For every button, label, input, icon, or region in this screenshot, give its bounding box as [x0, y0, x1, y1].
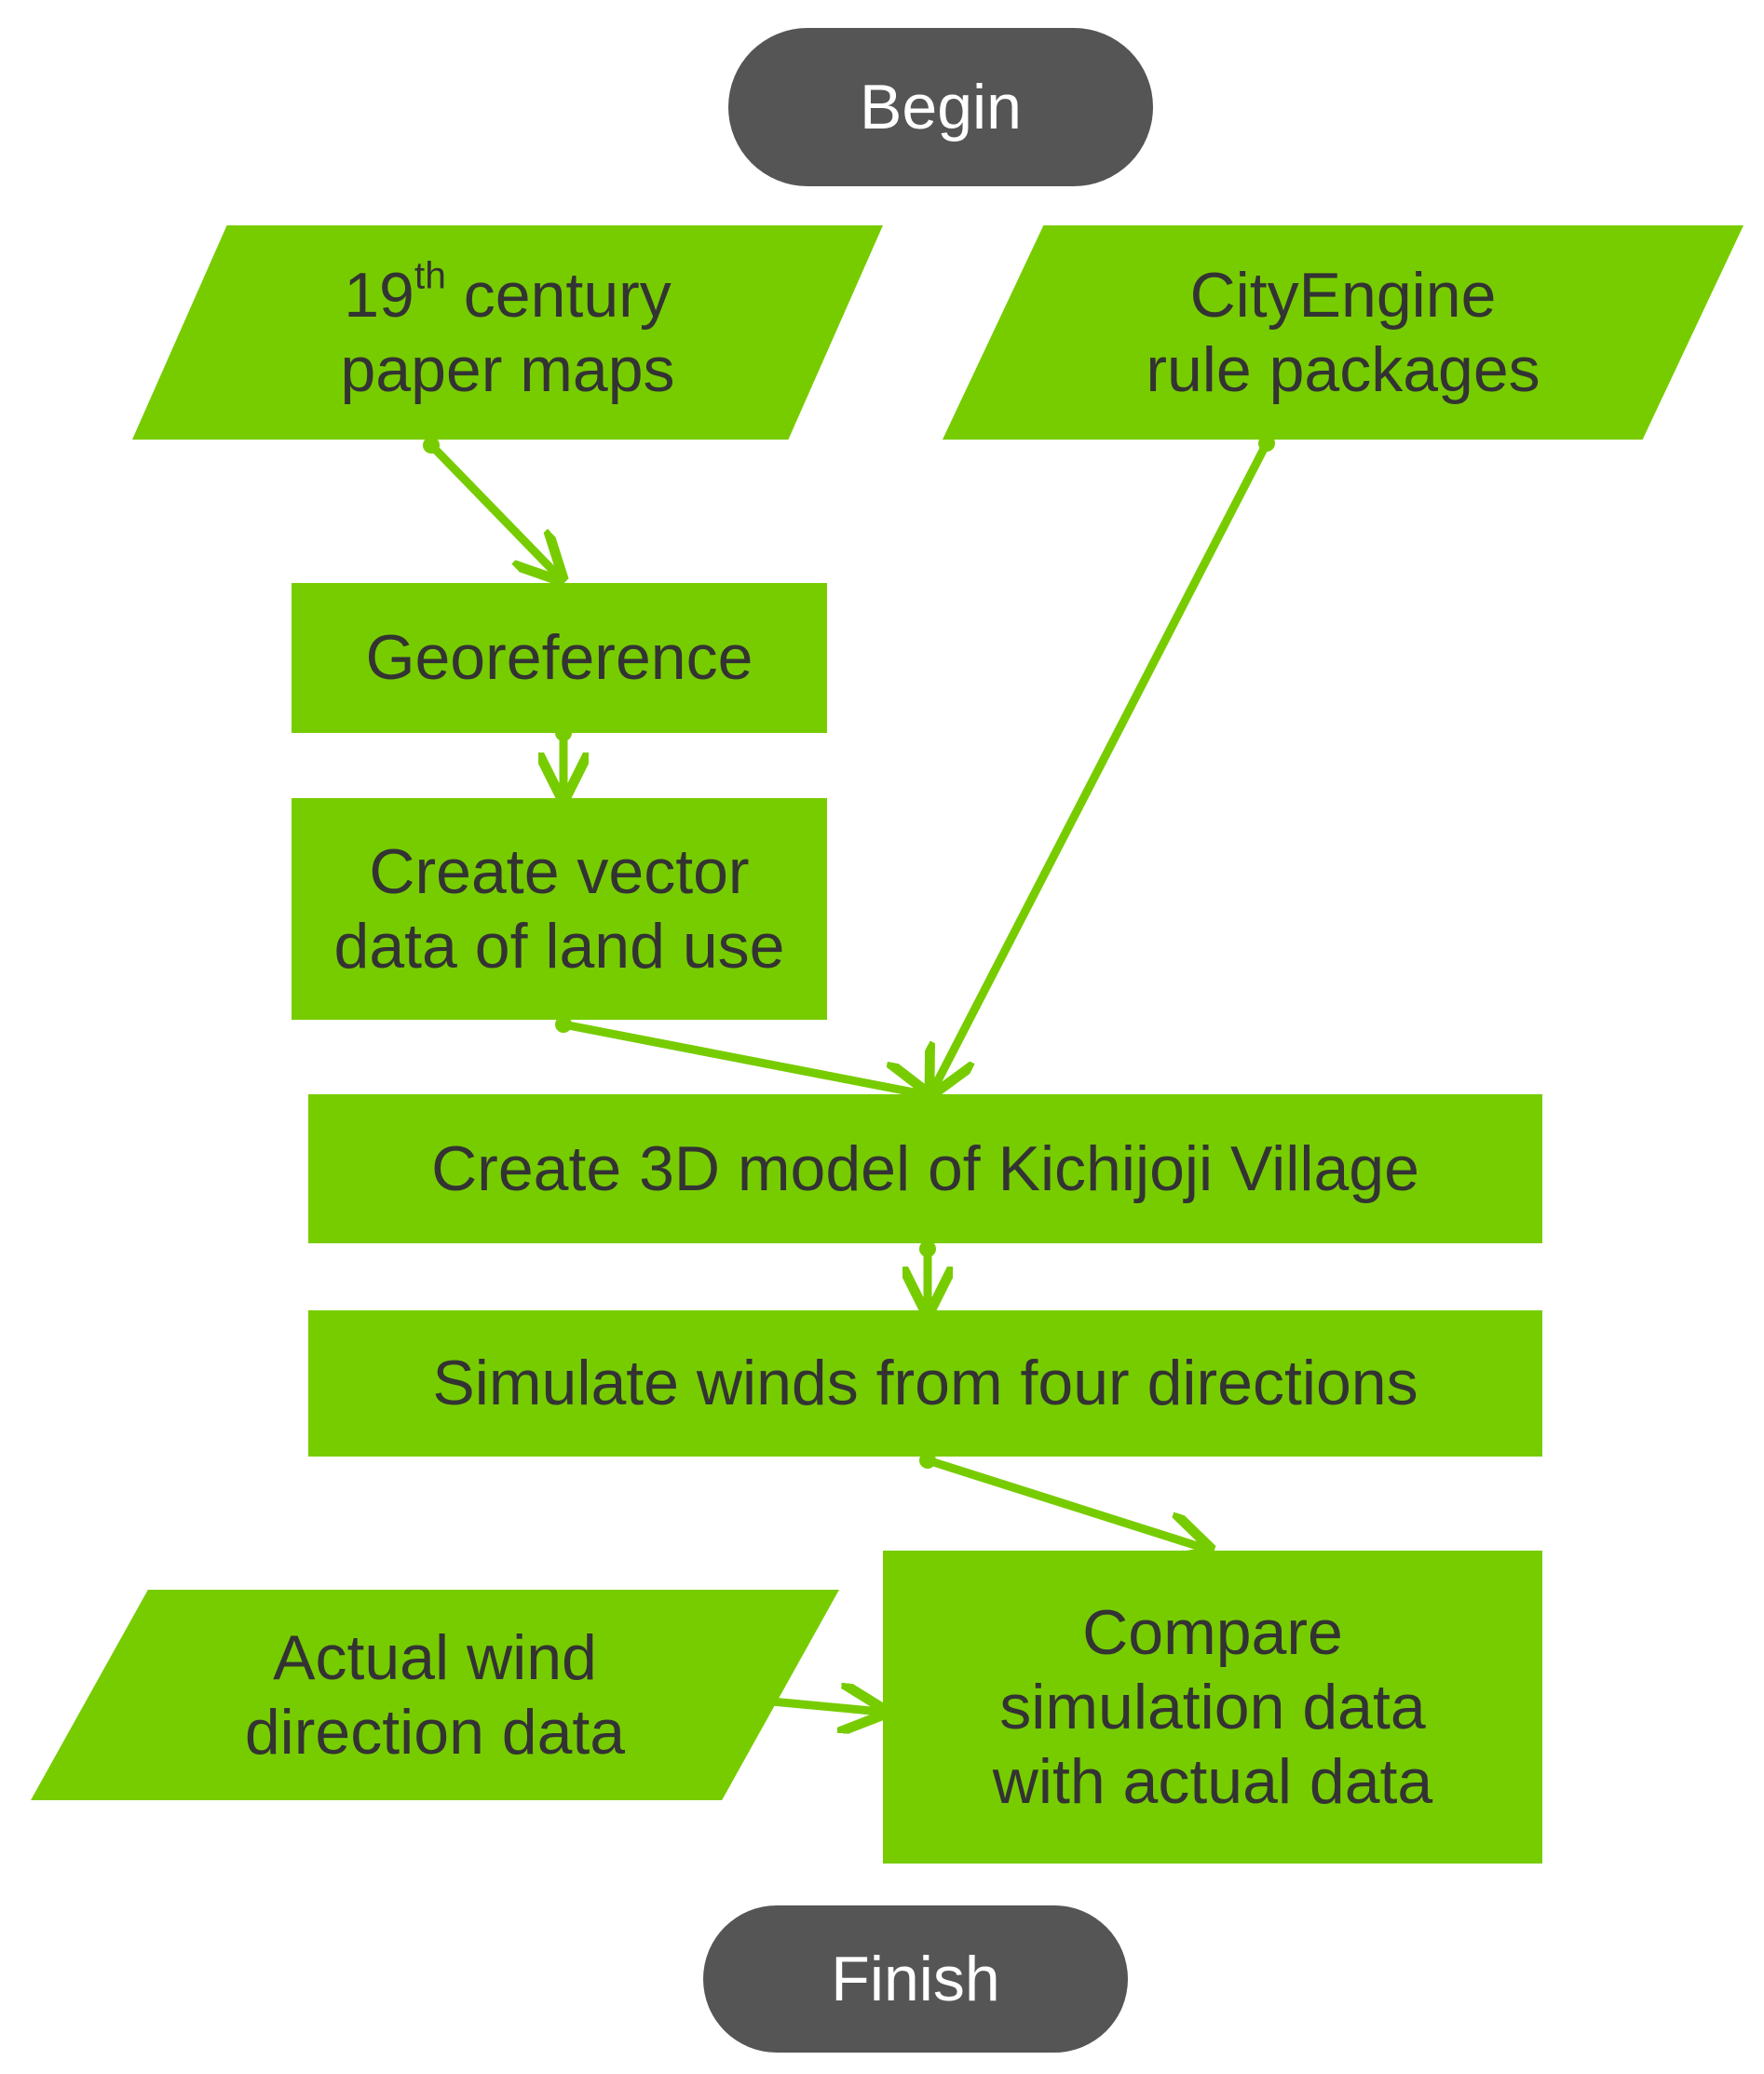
begin-label: Begin	[860, 71, 1022, 142]
step-simulate-winds-label: Simulate winds from four directions	[432, 1348, 1418, 1419]
arrow-model-to-simulate-origin	[919, 1240, 936, 1257]
step-compare-data-label: Compare simulation data with actual data	[992, 1596, 1433, 1818]
step-create-3d-model: Create 3D model of Kichijoji Village	[308, 1094, 1542, 1243]
input-paper-maps-rest: century paper maps	[340, 259, 675, 405]
step-georeference-label: Georeference	[365, 622, 753, 694]
arrow-maps-to-georeference	[427, 441, 559, 576]
step-compare-data: Compare simulation data with actual data	[883, 1551, 1542, 1864]
input-paper-maps-ordinal: th	[414, 253, 446, 297]
input-rule-packages-label: CityEngine rule packages	[1146, 259, 1540, 405]
arrow-maps-to-georeference-origin	[423, 437, 440, 454]
finish-terminal: Finish	[703, 1905, 1128, 2053]
step-simulate-winds: Simulate winds from four directions	[308, 1310, 1542, 1457]
input-paper-maps-label: 19th century paper maps	[340, 256, 675, 407]
input-actual-wind-data: Actual wind direction data	[31, 1590, 839, 1800]
input-rule-packages: CityEngine rule packages	[943, 225, 1744, 440]
input-paper-maps: 19th century paper maps	[132, 225, 883, 440]
arrow-wind-to-compare	[761, 1701, 881, 1712]
step-georeference: Georeference	[292, 583, 827, 733]
finish-label: Finish	[831, 1943, 1000, 2014]
begin-terminal: Begin	[728, 28, 1153, 186]
step-create-vector-data-label: Create vector data of land use	[333, 835, 785, 982]
arrow-rules-to-model	[933, 441, 1270, 1090]
arrow-vector-to-model	[563, 1020, 924, 1094]
input-actual-wind-data-label: Actual wind direction data	[244, 1621, 626, 1768]
arrow-vector-to-model-origin	[555, 1016, 572, 1033]
step-create-3d-model-label: Create 3D model of Kichijoji Village	[431, 1132, 1419, 1204]
arrow-simulate-to-compare	[926, 1456, 1206, 1549]
input-paper-maps-number: 19	[344, 259, 414, 331]
step-create-vector-data: Create vector data of land use	[292, 798, 827, 1020]
